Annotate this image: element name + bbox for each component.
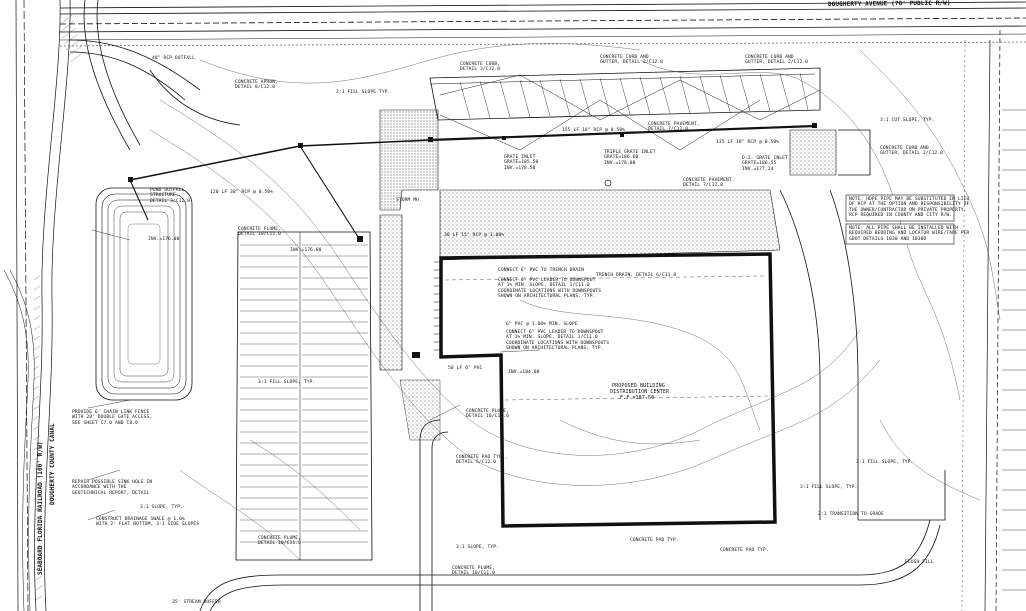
callout: CONCRETE CURB AND GUTTER, DETAIL 2/C12.0 bbox=[880, 146, 944, 157]
callout: 3:1 SLOPE, TYP. bbox=[456, 545, 499, 550]
callout: 30 LF 15" RCP @ 1.00% bbox=[444, 233, 505, 238]
perimeter-road bbox=[199, 189, 946, 611]
callout: 3:1 FILL SLOPE TYP. bbox=[336, 90, 391, 95]
callout: CONCRETE PLUME, DETAIL 10/C11.0 bbox=[258, 536, 301, 547]
building-subtitle: DISTRIBUTION CENTER bbox=[610, 389, 670, 395]
callout: 2:1 TRANSITION TO GRADE bbox=[818, 512, 884, 517]
callout: 135 LF 18" RCP @ 0.50% bbox=[716, 140, 780, 145]
callout: CONCRETE PAVEMENT, DETAIL 7/C12.0 bbox=[683, 178, 735, 189]
east-property-lines bbox=[961, 29, 1001, 611]
building-interior bbox=[444, 275, 771, 401]
callout: CONNECT 6" PVC LEADER TO DOWNSPOUT AT 1%… bbox=[506, 330, 610, 352]
callout: 48" RCP OUTFALL bbox=[152, 56, 195, 61]
callout: TRENCH DRAIN, DETAIL 6/C11.0 bbox=[596, 273, 677, 278]
canal-hatch bbox=[32, 275, 43, 601]
callout: CONCRETE PLUME, DETAIL 10/C11.0 bbox=[466, 409, 509, 420]
north-parking bbox=[429, 67, 871, 176]
callout: INV.=184.00 bbox=[508, 370, 540, 375]
callout: 120 LF 30" RCP @ 0.50% bbox=[210, 190, 274, 195]
callout: CONCRETE PAD TYP. bbox=[630, 538, 679, 543]
callout: PROVIDE 6' CHAIN LINK FENCE WITH 20' DOU… bbox=[72, 410, 153, 426]
driveway bbox=[69, 0, 241, 151]
callout: 3:1 FILL SLOPE, TYP. bbox=[856, 460, 914, 465]
callout: STORM MH bbox=[396, 198, 419, 203]
callout: INV.=176.00 bbox=[290, 248, 322, 253]
callout: CONNECT 6" PVC LEADER TO DOWNSPOUT AT 1%… bbox=[498, 278, 602, 300]
note-bedding: NOTE: ALL PIPE SHALL BE INSTALLED WITH R… bbox=[849, 226, 970, 242]
callout: CONCRETE PLUME, DETAIL 10/C11.0 bbox=[452, 566, 495, 577]
railroad-label: SEABOARD FLORIDA RAILROAD (100' R/W) bbox=[37, 441, 44, 575]
railroad-corridor bbox=[3, 0, 71, 611]
callout: CONNECT 6" PVC TO TRENCH DRAIN bbox=[498, 268, 584, 273]
callout: GRATE INLET GRATE=185.50 INV.=178.50 bbox=[504, 155, 539, 171]
callout: CONCRETE PAVEMENT, DETAIL 7/C12.0 bbox=[648, 122, 700, 133]
street-lines bbox=[59, 1, 1026, 47]
building-ffe: F.F.=187.50 bbox=[620, 395, 655, 401]
callout: D.I. GRATE INLET GRATE=186.55 INV.=177.2… bbox=[742, 156, 788, 172]
street-name: DOUGHERTY AVENUE (70' PUBLIC R/W) bbox=[827, 0, 951, 8]
callout: 155 LF 18" RCP @ 0.50% bbox=[562, 128, 626, 133]
concrete-pavement-hatch bbox=[379, 109, 837, 441]
callout: CONCRETE CURB AND GUTTER, DETAIL 2/C12.0 bbox=[600, 55, 664, 66]
callout: REPAIR POSSIBLE SINK HOLE IN ACCORDANCE … bbox=[72, 480, 153, 496]
callout: CONCRETE APRON, DETAIL 8/C12.0 bbox=[235, 80, 278, 91]
east-ticks bbox=[1002, 109, 1026, 591]
callout: CONSTRUCT DRAINAGE SWALE @ 1.0% WITH 2' … bbox=[96, 517, 200, 528]
north-parking-stalls bbox=[459, 72, 809, 119]
building-outline bbox=[439, 252, 777, 528]
misc-lines bbox=[87, 229, 541, 521]
callout: 6" PVC @ 1.00% MIN. SLOPE bbox=[506, 322, 578, 327]
callout: CONCRETE CURB, DETAIL 3/C12.0 bbox=[460, 62, 501, 73]
callout: CONCRETE CURB AND GUTTER, DETAIL 2/C12.0 bbox=[745, 55, 809, 66]
callout: CONCRETE FLUME, DETAIL 10/C11.0 bbox=[238, 227, 281, 238]
callout: CONCRETE PAD TYP. bbox=[720, 548, 769, 553]
callout: TRIPLE GRATE INLET GRATE=186.60 INV.=178… bbox=[604, 150, 656, 166]
callout: 3:1 FILL SLOPE, TYP. bbox=[800, 485, 858, 490]
west-parking-stalls bbox=[240, 244, 368, 543]
note-hdpe: NOTE: HDPE PIPE MAY BE SUBSTITUTED IN LI… bbox=[849, 197, 970, 219]
callout: 3:1 SLOPE, TYP. bbox=[140, 505, 183, 510]
callout: POND OUTFALL STRUCTURE, DETAIL 3/C11.0 bbox=[150, 188, 191, 204]
west-parking bbox=[235, 231, 373, 561]
callout: INV.=176.00 bbox=[148, 237, 180, 242]
structure-markers bbox=[128, 123, 817, 358]
callout: 50 LF 6" PVC bbox=[448, 366, 483, 371]
callout: 35' STREAM BUFFER bbox=[172, 600, 221, 605]
callout: FLUSH FILL bbox=[905, 560, 934, 565]
driveway-hatch bbox=[59, 14, 85, 63]
callout: CONCRETE PAD TYP., DETAIL 5/C12.0 bbox=[456, 455, 508, 466]
callout: 3:1 FILL SLOPE, TYP. bbox=[258, 380, 316, 385]
notes-boxes bbox=[845, 194, 955, 245]
building-title: PROPOSED BUILDING bbox=[612, 383, 665, 389]
loading-dock bbox=[434, 261, 440, 351]
canal-label: DOUGHERTY COUNTY CANAL bbox=[49, 423, 56, 505]
callout: 3:1 CUT SLOPE, TYP. bbox=[880, 118, 935, 123]
